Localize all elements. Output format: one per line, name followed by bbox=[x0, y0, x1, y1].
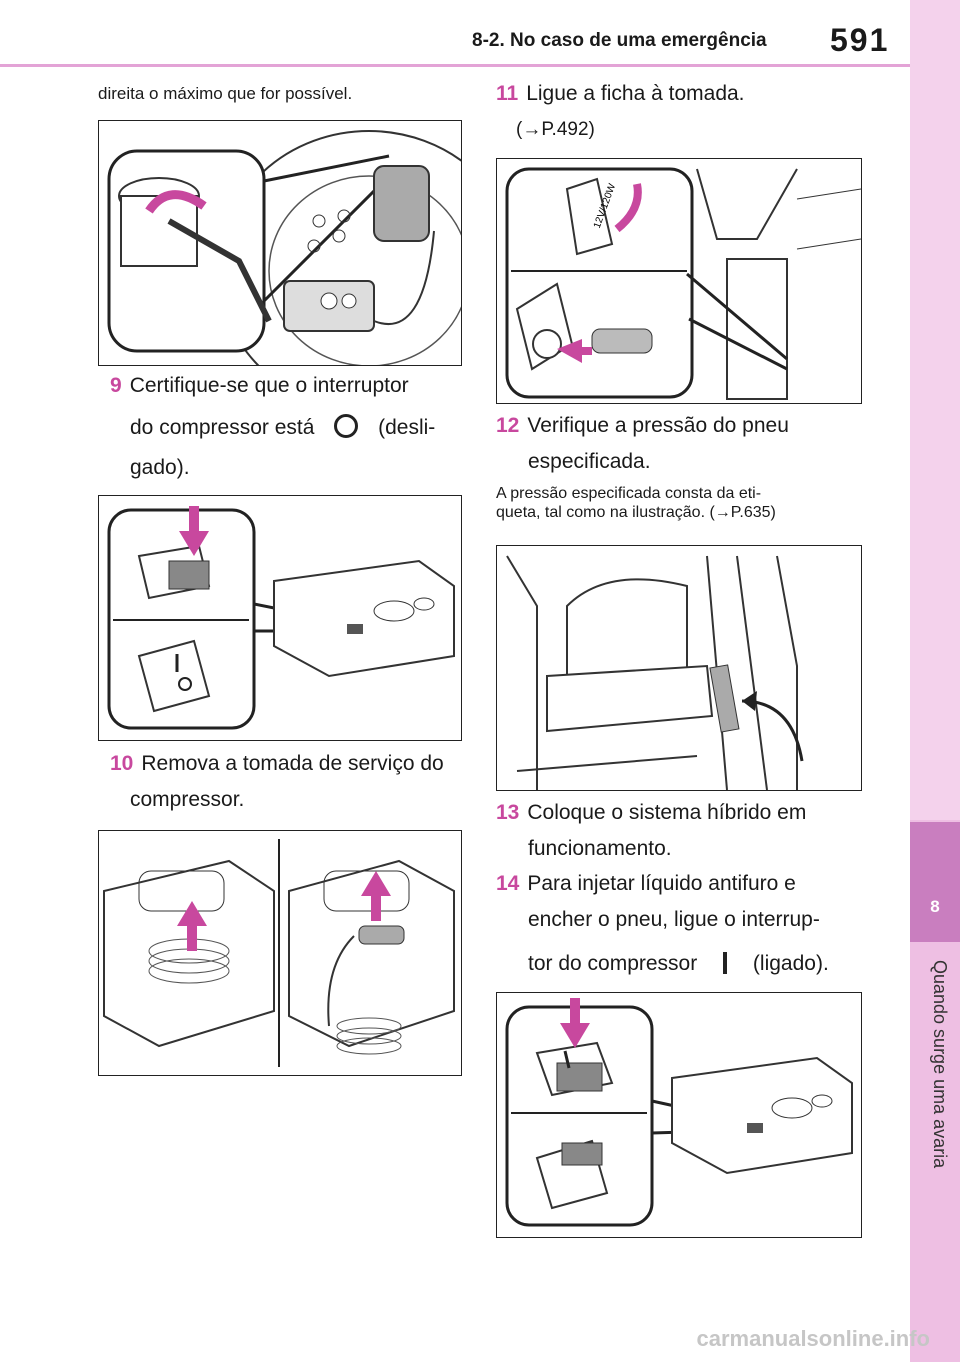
step-14: 14 Para injetar líquido antifuro e encher… bbox=[496, 866, 896, 982]
watermark: carmanualsonline.info bbox=[696, 1326, 931, 1351]
page-number: 591 bbox=[830, 22, 890, 58]
step-number: 12 bbox=[496, 414, 520, 437]
step-text: do compressor está bbox=[130, 416, 315, 439]
step-text: Ligue a ficha à tomada. bbox=[526, 82, 745, 105]
chapter-number: 8 bbox=[930, 897, 940, 916]
step-number: 10 bbox=[110, 752, 134, 775]
step-9: 9 Certifique-se que o interruptor do comp… bbox=[110, 368, 460, 486]
figure-remove-plug bbox=[98, 830, 462, 1076]
chapter-title: Quando surge uma avaria bbox=[930, 960, 950, 1169]
step-text: gado). bbox=[130, 456, 190, 479]
page-reference: (→P.492) bbox=[516, 119, 595, 140]
step-13: 13 Coloque o sistema híbrido em funcionam… bbox=[496, 795, 896, 867]
step-11: 11 Ligue a ficha à tomada. (→P.492) bbox=[496, 76, 896, 148]
step-text: (ligado). bbox=[752, 952, 829, 975]
step-text: compressor. bbox=[130, 788, 245, 811]
figure-switch-on bbox=[496, 992, 862, 1238]
step-10: 10 Remova a tomada de serviço do compress… bbox=[110, 746, 460, 818]
step-number: 9 bbox=[110, 374, 122, 397]
intro-text: direita o máximo que for possível. bbox=[98, 84, 353, 103]
on-symbol-icon bbox=[723, 952, 728, 974]
step-text: especificada. bbox=[528, 450, 651, 473]
note-line: A pressão especificada consta da eti- bbox=[496, 485, 762, 502]
figure-plug-socket: 12V/120W bbox=[496, 158, 862, 404]
chapter-number-block bbox=[910, 822, 960, 942]
figure-pressure-label bbox=[496, 545, 862, 791]
header-title: 8-2. No caso de uma emergência bbox=[472, 30, 767, 51]
step-12: 12 Verifique a pressão do pneu especifica… bbox=[496, 408, 896, 480]
step-text: Para injetar líquido antifuro e bbox=[527, 872, 796, 895]
step-number: 13 bbox=[496, 801, 520, 824]
step-text: (desli- bbox=[378, 416, 436, 439]
note-12: A pressão especificada consta da eti- qu… bbox=[496, 484, 896, 522]
step-number: 11 bbox=[496, 82, 519, 105]
off-symbol-icon bbox=[334, 414, 359, 438]
step-text: Coloque o sistema híbrido em bbox=[527, 801, 807, 824]
header-rule bbox=[0, 64, 910, 67]
figure-hose-connection bbox=[98, 120, 462, 366]
step-text: Remova a tomada de serviço do bbox=[141, 752, 444, 775]
step-text: encher o pneu, ligue o interrup- bbox=[528, 908, 820, 931]
side-tab-upper bbox=[910, 0, 960, 820]
step-text: Verifique a pressão do pneu bbox=[527, 414, 789, 437]
step-number: 14 bbox=[496, 872, 520, 895]
step-text: Certifique-se que o interruptor bbox=[129, 374, 409, 397]
step-text: tor do compressor bbox=[528, 952, 698, 975]
note-line: queta, tal como na ilustração. (→P.635) bbox=[496, 504, 776, 521]
figure-switch-off bbox=[98, 495, 462, 741]
step-text: funcionamento. bbox=[528, 837, 672, 860]
